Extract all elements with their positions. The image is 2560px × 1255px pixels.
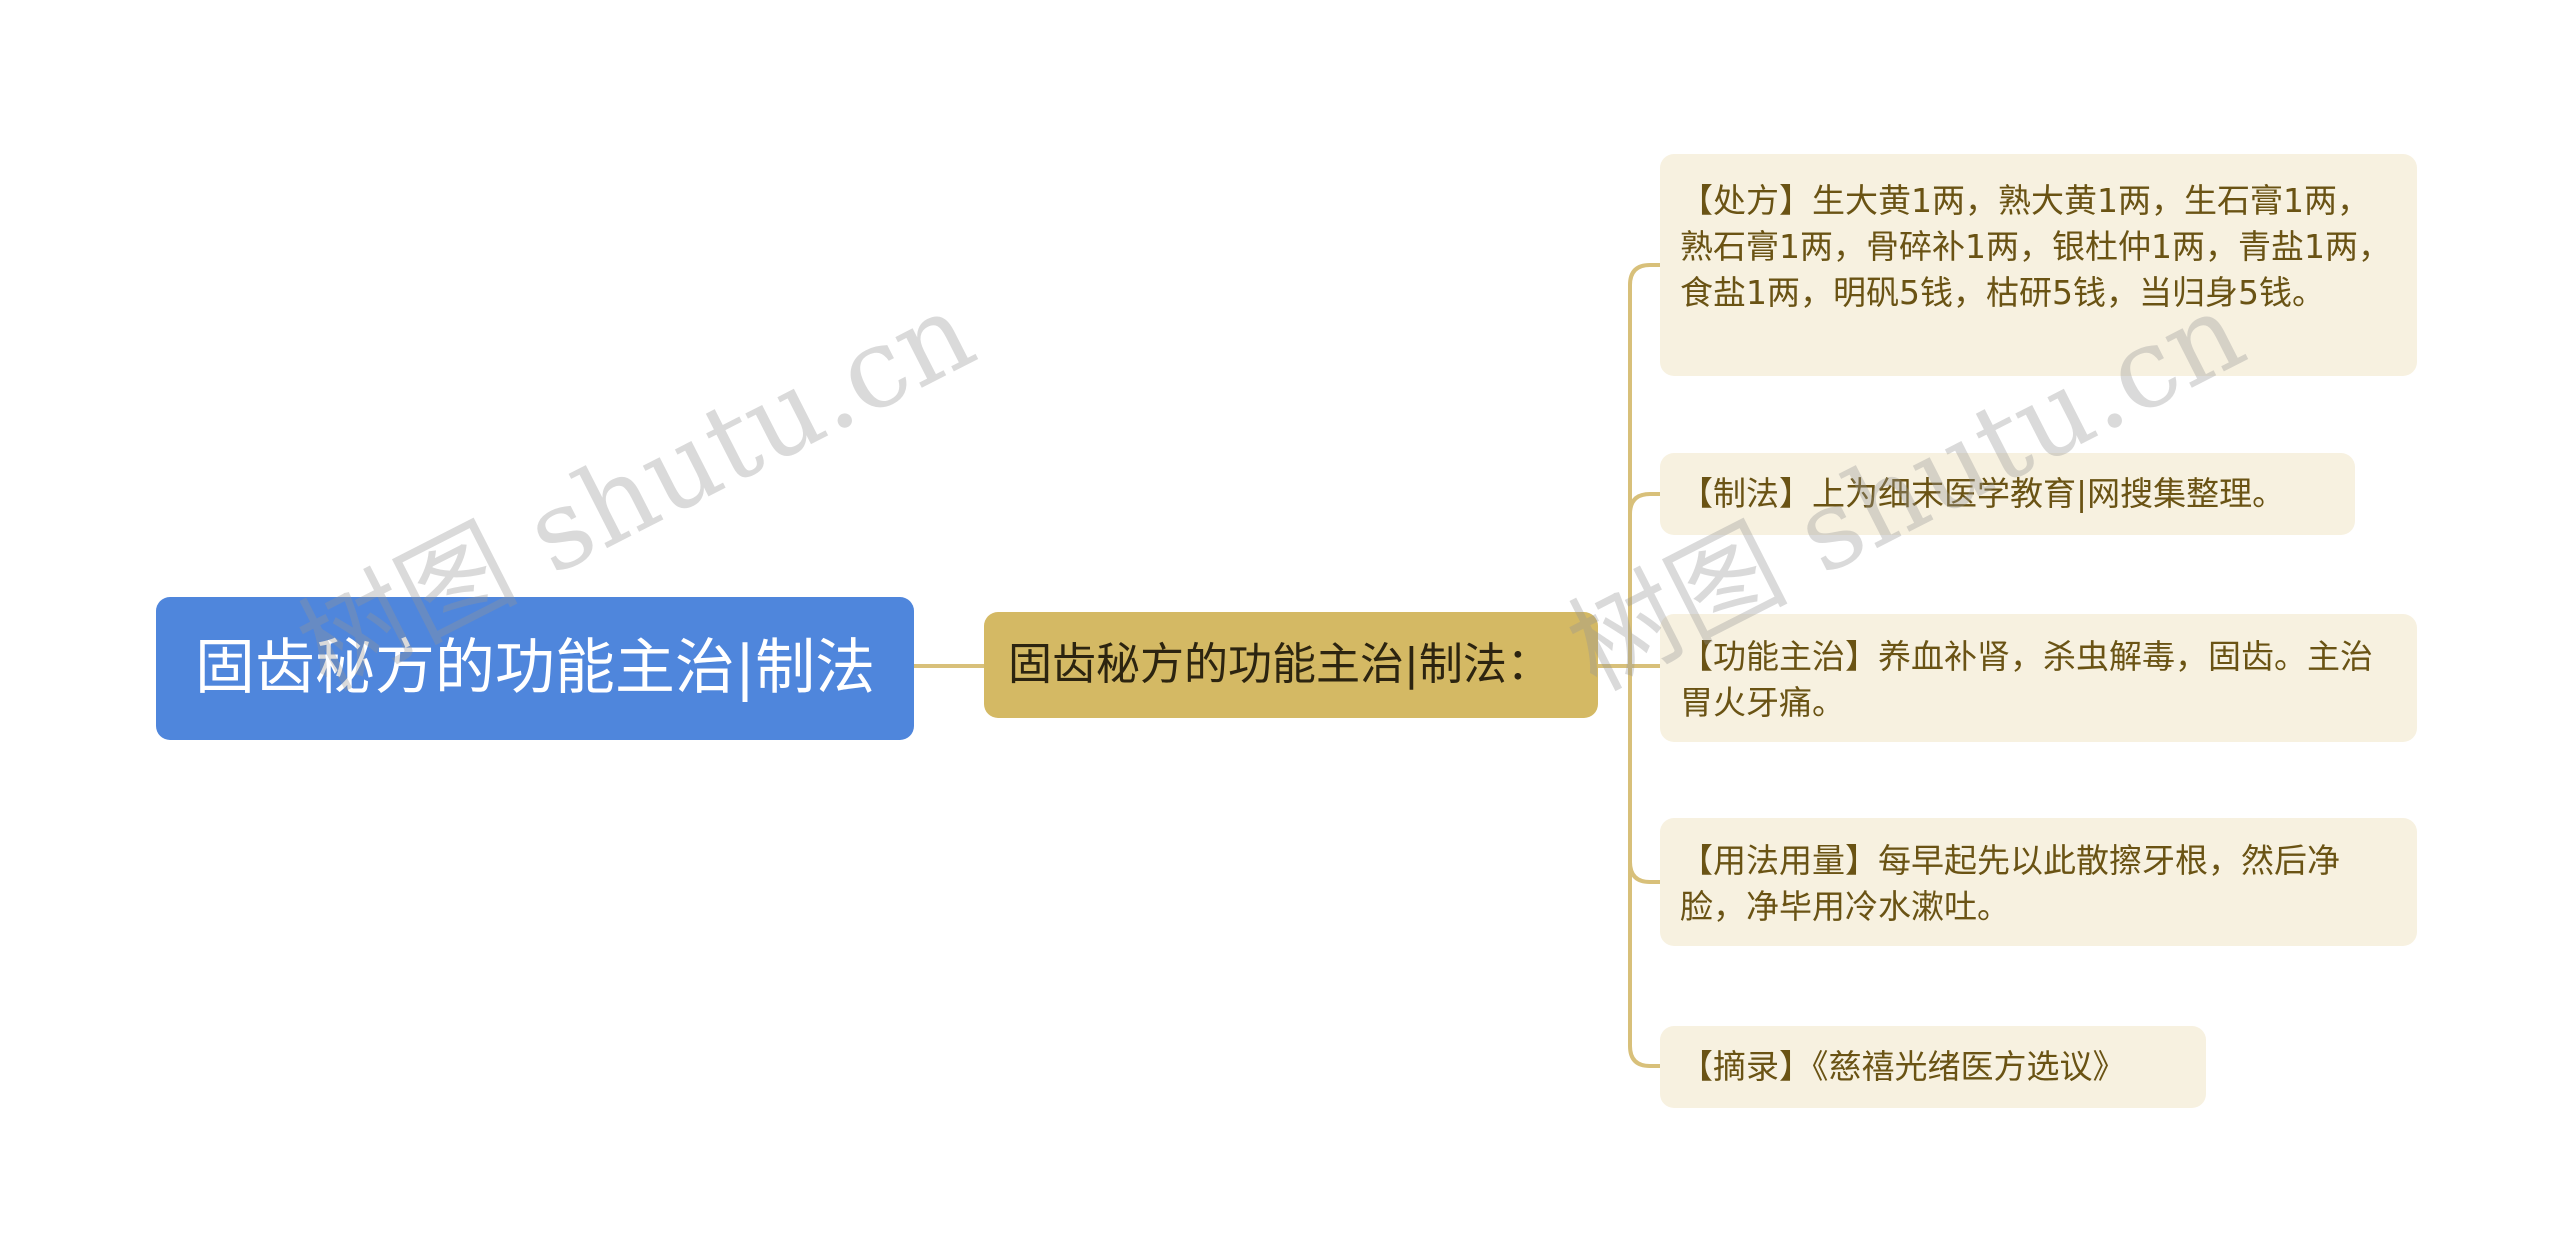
subtopic[interactable]: 固齿秘方的功能主治|制法： xyxy=(984,612,1598,718)
leaf-preparation[interactable]: 【制法】上为细末医学教育|网搜集整理。 xyxy=(1660,453,2355,535)
root-topic[interactable]: 固齿秘方的功能主治|制法 xyxy=(156,597,914,740)
connector-leaf-4 xyxy=(1628,861,1660,884)
leaf-prescription[interactable]: 【处方】生大黄1两，熟大黄1两，生石膏1两，熟石膏1两，骨碎补1两，银杜仲1两，… xyxy=(1660,154,2417,376)
connector-leaf-2 xyxy=(1628,492,1660,515)
leaf-source[interactable]: 【摘录】《慈禧光绪医方选议》 xyxy=(1660,1026,2206,1108)
leaf-usage-dosage[interactable]: 【用法用量】每早起先以此散擦牙根，然后净脸，净毕用冷水漱吐。 xyxy=(1660,818,2417,946)
leaf-indications[interactable]: 【功能主治】养血补肾，杀虫解毒，固齿。主治胃火牙痛。 xyxy=(1660,614,2417,742)
